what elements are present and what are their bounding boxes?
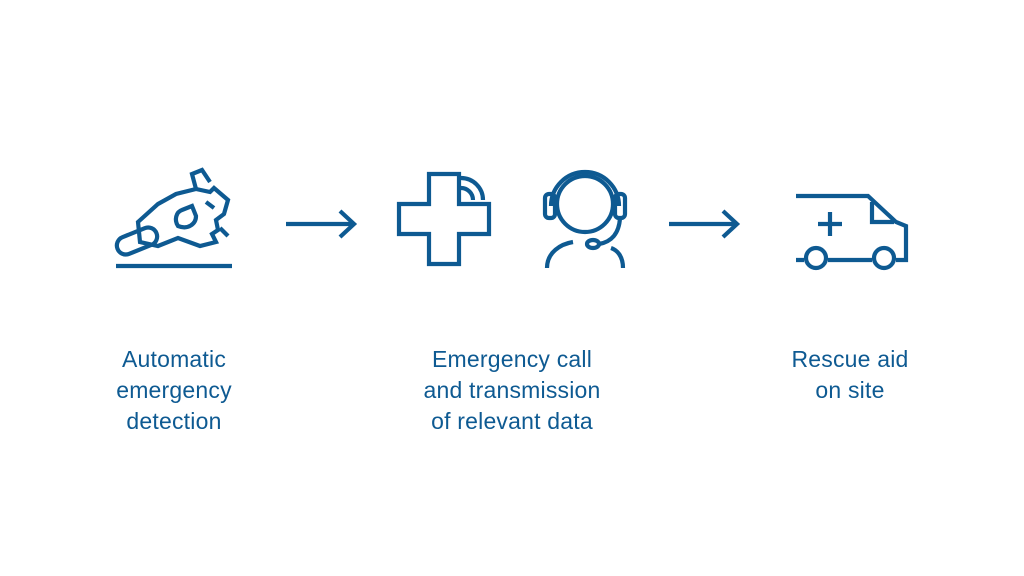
caption-line: detection — [126, 408, 222, 434]
crash-detection-icon — [110, 160, 240, 270]
caption-line: emergency — [116, 377, 232, 403]
caption-line: and transmission — [423, 377, 601, 403]
medical-cross-signal-icon — [395, 170, 499, 274]
step-caption-detection: Automatic emergency detection — [72, 344, 276, 437]
caption-line: on site — [815, 377, 885, 403]
caption-line: of relevant data — [431, 408, 593, 434]
caption-line: Automatic — [121, 346, 227, 372]
arrow-right-icon — [665, 208, 745, 240]
caption-line: Rescue aid — [791, 346, 909, 372]
arrow-right-icon — [282, 208, 362, 240]
step-caption-rescue: Rescue aid on site — [748, 344, 952, 406]
call-center-headset-icon — [537, 160, 633, 272]
step-caption-emergency-call: Emergency call and transmission of relev… — [378, 344, 646, 437]
caption-line: Emergency call — [431, 346, 593, 372]
ambulance-icon — [790, 190, 914, 274]
